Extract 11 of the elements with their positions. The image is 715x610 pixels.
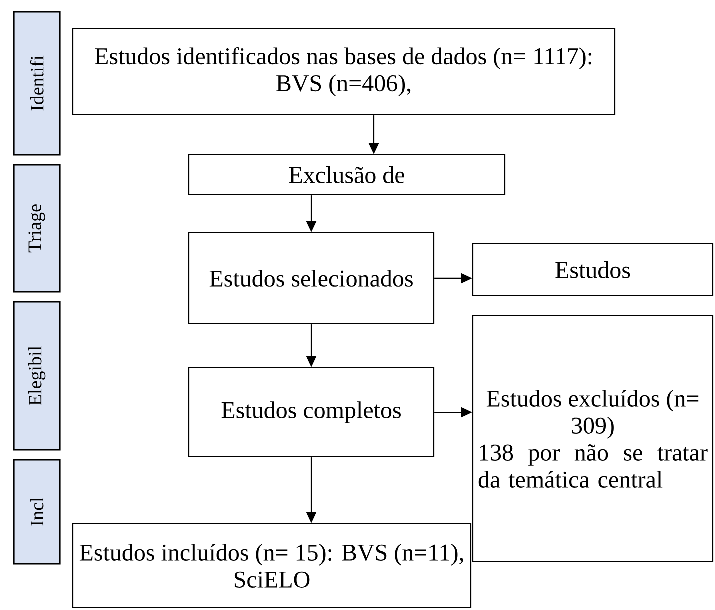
process-box: Estudos identificados nas bases de dados (n= 1117): BVS (n=406), xyxy=(72,28,616,116)
process-box: Estudos selecionados xyxy=(188,232,435,325)
process-box: Exclusão de xyxy=(188,154,506,196)
process-box: Estudos completos xyxy=(188,367,435,458)
phase-label: Elegibil xyxy=(13,301,61,451)
phase-label: Identifi xyxy=(13,11,61,156)
process-box: Estudos xyxy=(472,243,714,297)
phase-label: Triage xyxy=(13,164,61,293)
process-box: Estudos excluídos (n= 309) 138 por não se tratar da temática central xyxy=(472,315,714,563)
process-box: Estudos incluídos (n= 15): BVS (n=11), SciELO xyxy=(72,523,472,609)
phase-label: Incl xyxy=(13,459,61,565)
